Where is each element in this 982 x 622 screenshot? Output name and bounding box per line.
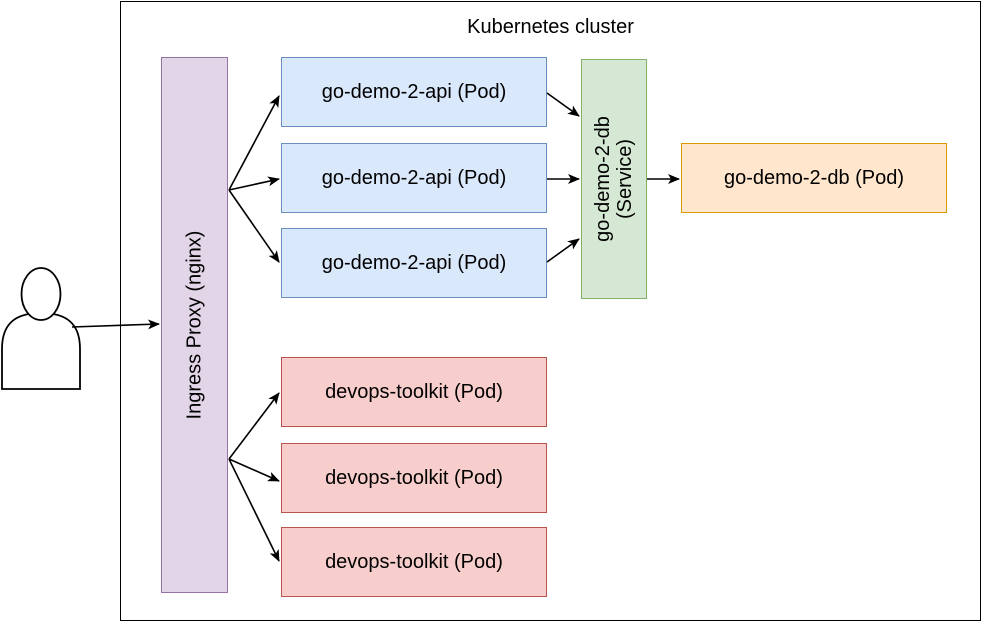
edge-api3-service xyxy=(546,238,580,263)
ingress-proxy[interactable]: Ingress Proxy (nginx) xyxy=(161,57,228,593)
api-pod-label: go-demo-2-api (Pod) xyxy=(321,251,507,274)
toolkit-pod-label: devops-toolkit (Pod) xyxy=(325,550,503,573)
kubernetes-cluster-frame xyxy=(120,1,981,621)
edge-ingress-api-1 xyxy=(228,95,280,191)
user-icon xyxy=(1,267,81,390)
edge-ingress-toolkit-1 xyxy=(228,392,280,460)
api-pod-label: go-demo-2-api (Pod) xyxy=(321,166,507,189)
api-pod-label: go-demo-2-api (Pod) xyxy=(321,80,507,103)
edge-ingress-toolkit-3 xyxy=(228,458,280,562)
edge-user-ingress xyxy=(71,319,160,330)
api-pod-2[interactable]: go-demo-2-api (Pod) xyxy=(281,143,547,213)
api-pod-1[interactable]: go-demo-2-api (Pod) xyxy=(281,57,547,127)
edge-ingress-api-2 xyxy=(228,176,280,191)
cluster-title: Kubernetes cluster xyxy=(467,16,634,38)
edge-ingress-api-3 xyxy=(228,189,280,263)
db-service[interactable]: go-demo-2-db (Service) xyxy=(581,59,647,299)
db-pod-label: go-demo-2-db (Pod) xyxy=(723,166,905,189)
toolkit-pod-label: devops-toolkit (Pod) xyxy=(325,380,503,403)
toolkit-pod-1[interactable]: devops-toolkit (Pod) xyxy=(281,357,547,427)
edge-api1-service xyxy=(546,92,580,117)
toolkit-pod-2[interactable]: devops-toolkit (Pod) xyxy=(281,443,547,513)
db-pod[interactable]: go-demo-2-db (Pod) xyxy=(681,143,947,213)
toolkit-pod-label: devops-toolkit (Pod) xyxy=(325,466,503,489)
toolkit-pod-3[interactable]: devops-toolkit (Pod) xyxy=(281,527,547,597)
api-pod-3[interactable]: go-demo-2-api (Pod) xyxy=(281,228,547,298)
edge-ingress-toolkit-2 xyxy=(228,458,280,482)
